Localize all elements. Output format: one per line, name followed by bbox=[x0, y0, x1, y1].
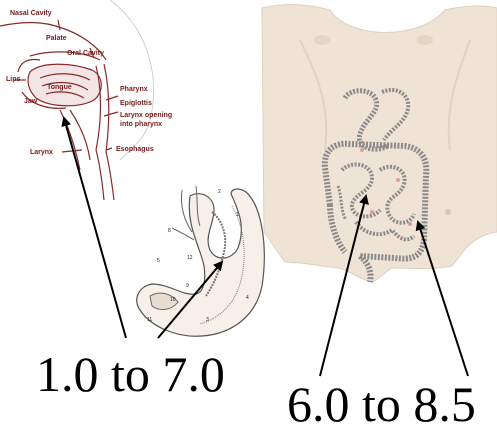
stomach-number: 11 bbox=[147, 318, 152, 323]
label-nasal-cavity: Nasal Cavity bbox=[10, 10, 52, 17]
torso-illustration bbox=[262, 5, 497, 283]
label-lips: Lips bbox=[6, 76, 20, 83]
stomach-number: 3 bbox=[206, 318, 209, 323]
label-esophagus: Esophagus bbox=[116, 146, 154, 153]
stomach-illustration bbox=[137, 186, 265, 336]
label-palate: Palate bbox=[46, 35, 67, 42]
label-larynx: Larynx bbox=[30, 149, 53, 156]
stomach-number: 12 bbox=[187, 256, 193, 261]
stomach-number: 1 bbox=[236, 213, 239, 218]
head-outline bbox=[110, 0, 154, 160]
label-larynx-opening-line1: Larynx opening bbox=[120, 112, 172, 119]
label-tongue: Tongue bbox=[47, 84, 72, 91]
ph-label-mouth-stomach: 1.0 to 7.0 bbox=[36, 349, 225, 399]
label-epiglottis: Epiglottis bbox=[120, 100, 152, 107]
stomach-number: 2 bbox=[218, 190, 221, 195]
head-section-illustration bbox=[0, 20, 118, 200]
stomach-number: 4 bbox=[246, 296, 249, 301]
ph-label-intestine: 6.0 to 8.5 bbox=[287, 379, 476, 429]
stomach-number: 8 bbox=[168, 229, 171, 234]
stomach-number: 10 bbox=[170, 298, 176, 303]
label-larynx-opening-line2: into pharynx bbox=[120, 121, 162, 128]
label-pharynx: Pharynx bbox=[120, 86, 148, 93]
stomach-number: 9 bbox=[186, 284, 189, 289]
stomach-number: 5 bbox=[157, 259, 160, 264]
label-oral-cavity: Oral Cavity bbox=[67, 50, 104, 57]
label-jaw: Jaw bbox=[24, 98, 37, 105]
